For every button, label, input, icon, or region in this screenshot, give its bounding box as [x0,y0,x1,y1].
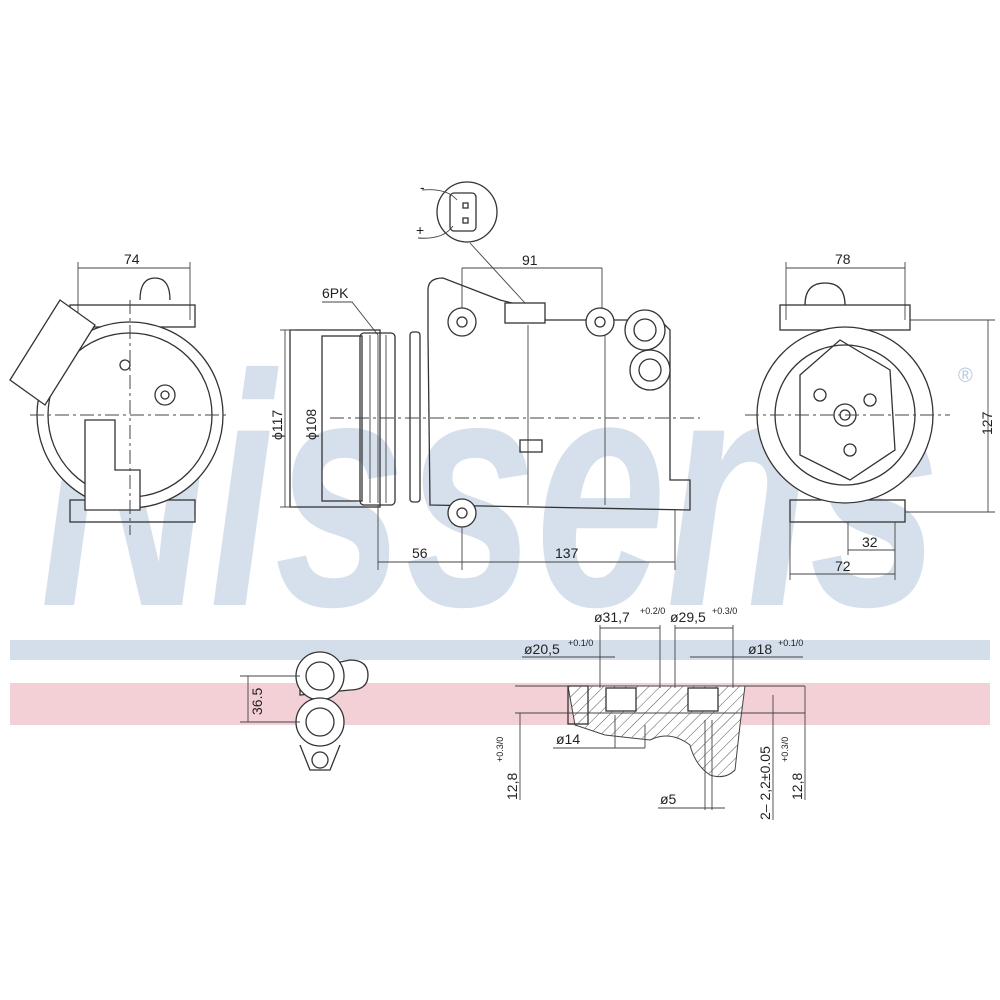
pink-band [10,683,990,725]
diameter-31-7-label: ø31,7 [594,609,630,625]
rear-base-label: 72 [835,558,851,574]
side-view: 91 6PK ϕ117 ϕ108 56 137 [269,252,700,570]
holes-label: 2– 2,2±0.05 [757,746,773,820]
rear-width-label: 78 [835,251,851,267]
rear-offset-label: 32 [862,534,878,550]
registered-mark: ® [958,365,973,387]
port-spacing-label: 36.5 [249,688,265,715]
depth-right-label: 12,8 [789,773,805,800]
connector-plus-label: + [416,222,424,238]
mount-spacing-label: 91 [522,252,538,268]
blue-band [10,640,990,660]
diameter-29-5-label: ø29,5 [670,609,706,625]
depth-right-tolerance: +0.3/0 [780,737,790,762]
diameter-18-tolerance: +0.1/0 [778,638,803,648]
rear-height-label: 127 [979,411,995,435]
front-width-label: 74 [124,251,140,267]
diameter-14-label: ø14 [556,731,580,747]
front-view: 74 [9,251,230,535]
belt-type-label: 6PK [322,285,349,301]
pulley-offset-label: 56 [412,545,428,561]
diameter-29-5-tolerance: +0.3/0 [712,606,737,616]
pulley-outer-diameter-label: ϕ117 [269,410,285,440]
diameter-5-label: ø5 [660,791,677,807]
depth-left-label: 12,8 [504,773,520,800]
rear-view: 78 127 32 72 [745,251,995,580]
port-view: 36.5 [240,651,369,771]
diameter-20-5-label: ø20,5 [524,641,560,657]
diameter-18-label: ø18 [748,641,772,657]
connector-detail: - + [416,179,526,304]
depth-left-tolerance: +0.3/0 [495,737,505,762]
diameter-31-7-tolerance: +0.2/0 [640,606,665,616]
body-length-label: 137 [555,545,579,561]
pulley-inner-diameter-label: ϕ108 [303,409,319,440]
diameter-20-5-tolerance: +0.1/0 [568,638,593,648]
port-section: ø31,7 +0.2/0 ø29,5 +0.3/0 ø20,5 +0.1/0 ø… [495,606,806,820]
connector-minus-label: - [420,179,425,195]
